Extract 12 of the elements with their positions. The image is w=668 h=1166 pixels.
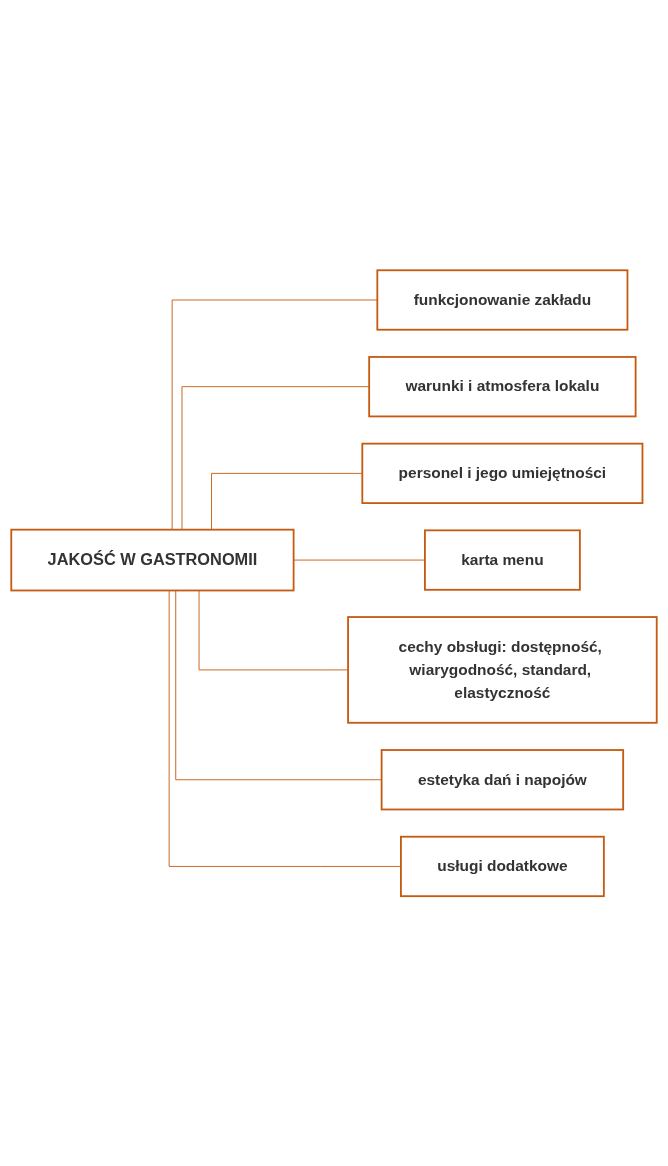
node-box: estetyka dań i napojów xyxy=(380,748,625,811)
connector xyxy=(171,299,378,530)
node-box: karta menu xyxy=(424,529,581,591)
connector xyxy=(181,386,370,530)
node-box: personel i jego umiejętności xyxy=(361,442,644,504)
node-box: funkcjonowanie zakładu xyxy=(376,269,629,331)
node-box: cechy obsługi: dostępność, wiarygodność, standard, elastyczność xyxy=(347,615,658,724)
connector xyxy=(211,472,363,530)
node-box: usługi dodatkowe xyxy=(400,835,605,897)
connector xyxy=(198,589,349,671)
node-box: JAKOŚĆ W GASTRONOMII xyxy=(10,528,295,592)
node-box: warunki i atmosfera lokalu xyxy=(368,355,637,418)
